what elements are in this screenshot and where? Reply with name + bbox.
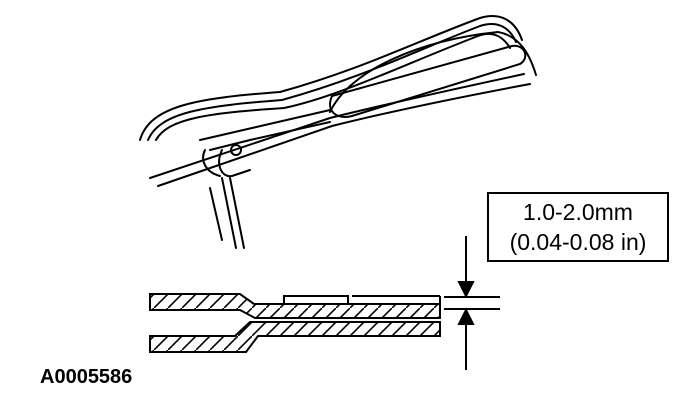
dimension-callout: 1.0-2.0mm (0.04-0.08 in)	[487, 192, 669, 262]
figure-id: A0005586	[40, 366, 133, 388]
dimension-indicator	[444, 236, 500, 370]
dimension-imperial-label: (0.04-0.08 in)	[509, 229, 647, 255]
dimension-metric-label: 1.0-2.0mm	[523, 199, 633, 225]
clamp-cross-section	[149, 293, 441, 353]
pliers-tool	[139, 15, 537, 249]
